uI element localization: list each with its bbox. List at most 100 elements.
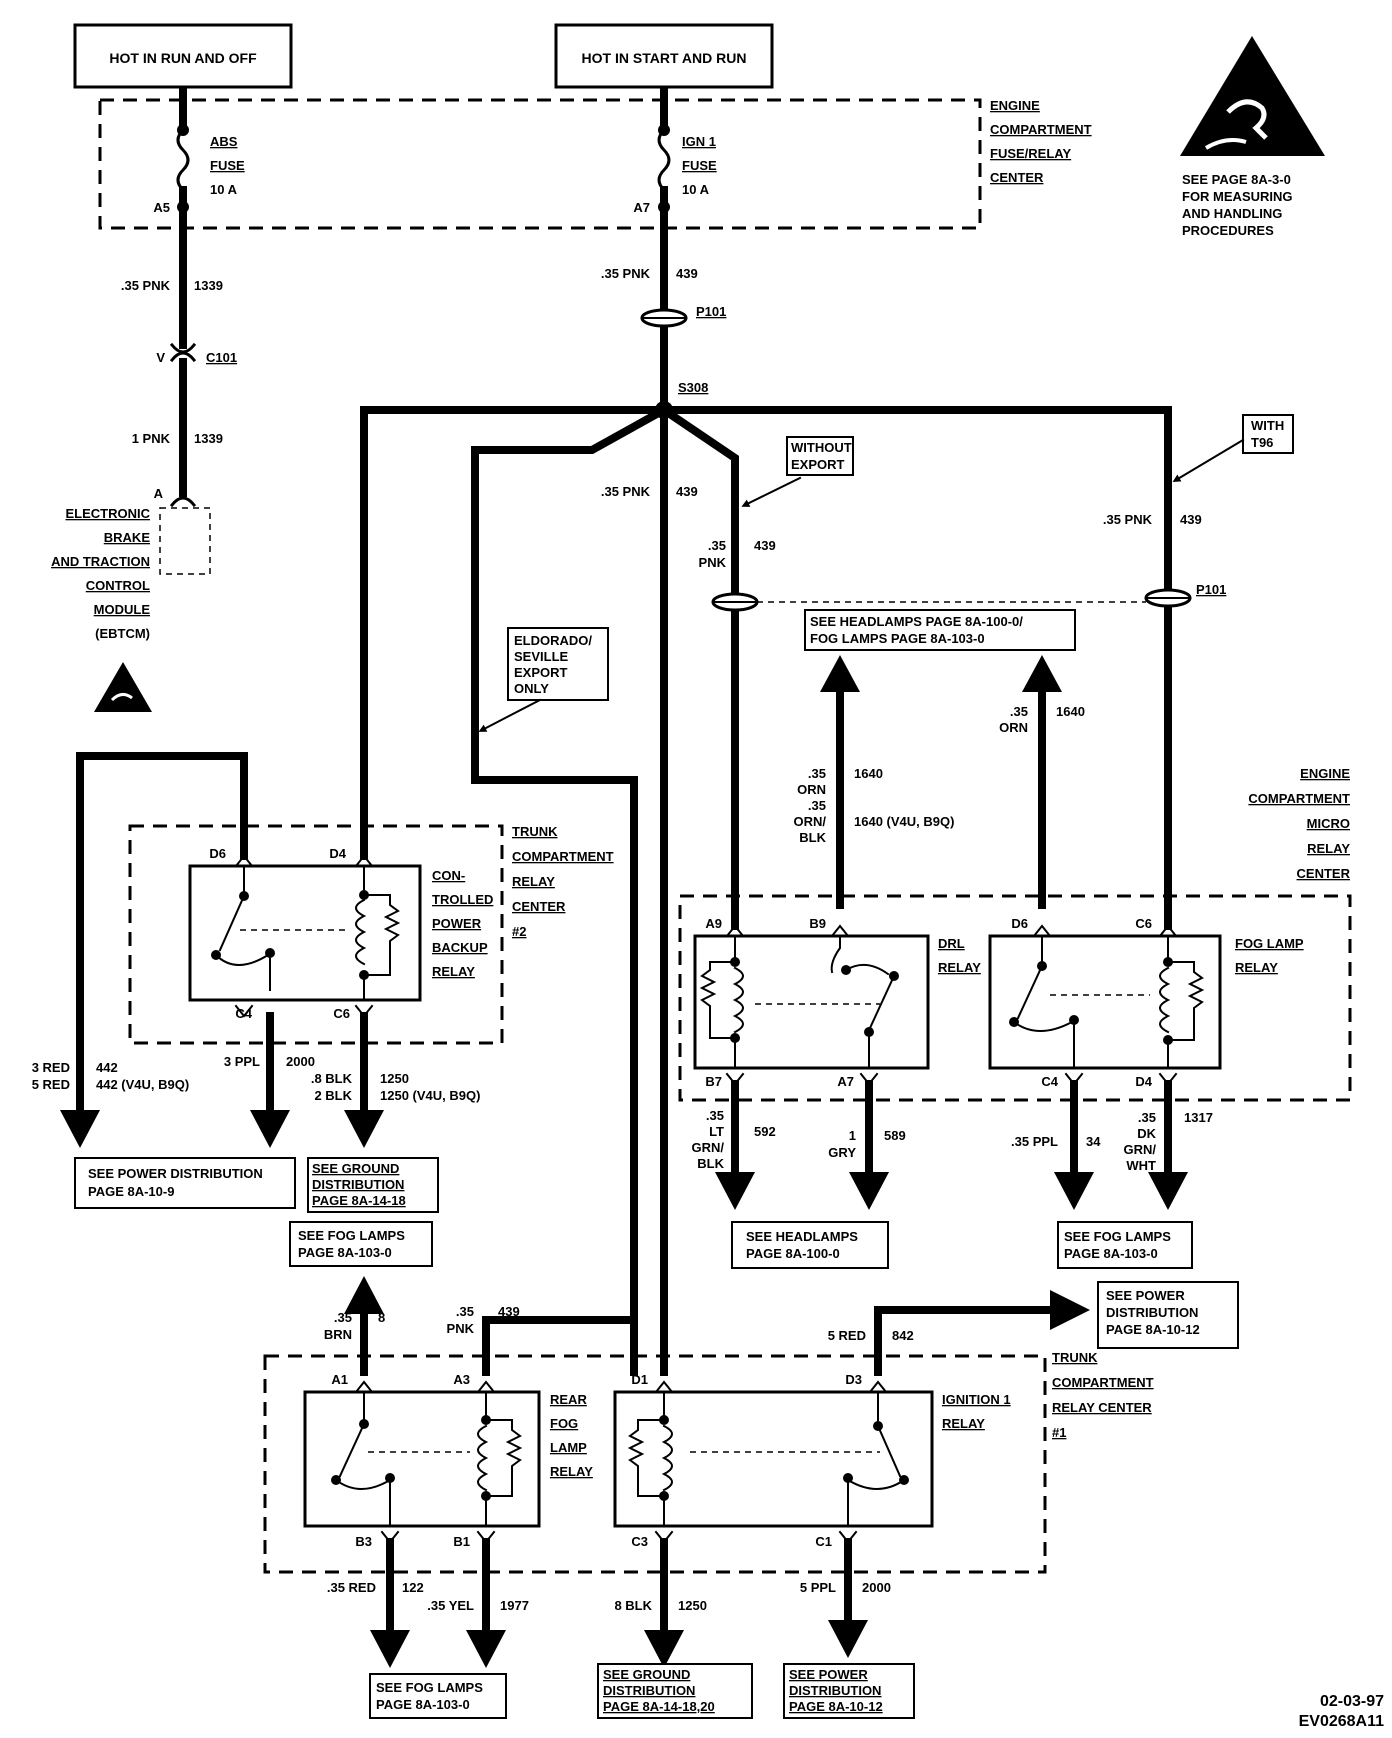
- svg-text:BRN: BRN: [324, 1327, 352, 1342]
- svg-text:COMPARTMENT: COMPARTMENT: [1248, 791, 1350, 806]
- svg-text:A7: A7: [837, 1074, 854, 1089]
- svg-text:S308: S308: [678, 380, 708, 395]
- wire-1250-lower-label: 8 BLK 1250: [614, 1598, 706, 1613]
- passthrough-p101-drl: [711, 592, 759, 612]
- svg-text:592: 592: [754, 1124, 776, 1139]
- svg-text:439: 439: [754, 538, 776, 553]
- svg-text:1250: 1250: [678, 1598, 707, 1613]
- svg-text:(EBTCM): (EBTCM): [95, 626, 150, 641]
- svg-text:PAGE 8A-103-0: PAGE 8A-103-0: [376, 1697, 470, 1712]
- svg-text:10 A: 10 A: [682, 182, 710, 197]
- svg-text:WHT: WHT: [1126, 1158, 1156, 1173]
- ref-ground-distribution-18-20: SEE GROUND DISTRIBUTION PAGE 8A-14-18,20: [597, 1663, 753, 1719]
- svg-text:1640: 1640: [1056, 704, 1085, 719]
- svg-text:SEVILLE: SEVILLE: [514, 649, 569, 664]
- svg-text:C1: C1: [815, 1534, 832, 1549]
- svg-text:HOT IN START AND RUN: HOT IN START AND RUN: [582, 50, 747, 66]
- svg-text:PROCEDURES: PROCEDURES: [1182, 223, 1274, 238]
- wire-439-center-label: .35 PNK 439: [601, 484, 698, 499]
- svg-text:.8 BLK: .8 BLK: [311, 1071, 353, 1086]
- svg-text:.35 PNK: .35 PNK: [121, 278, 171, 293]
- svg-text:SEE POWER: SEE POWER: [789, 1667, 868, 1682]
- wire-1977-label: .35 YEL 1977: [427, 1598, 529, 1613]
- svg-text:2 BLK: 2 BLK: [314, 1088, 352, 1103]
- relay-ignition-1: IGNITION 1 RELAY D1 D3 C3 C1: [613, 1372, 1011, 1549]
- wire-842-label: 5 RED 842: [828, 1328, 914, 1343]
- svg-text:ORN/: ORN/: [794, 814, 827, 829]
- svg-text:.35: .35: [1138, 1110, 1156, 1125]
- svg-text:34: 34: [1086, 1134, 1101, 1149]
- svg-text:122: 122: [402, 1580, 424, 1595]
- svg-text:PAGE 8A-10-12: PAGE 8A-10-12: [789, 1699, 883, 1714]
- svg-text:COMPARTMENT: COMPARTMENT: [1052, 1375, 1154, 1390]
- svg-text:GRN/: GRN/: [1124, 1142, 1157, 1157]
- svg-text:1 PNK: 1 PNK: [132, 431, 171, 446]
- svg-text:B7: B7: [705, 1074, 722, 1089]
- svg-text:.35 RED: .35 RED: [327, 1580, 376, 1595]
- wire-1339-lower-label: 1 PNK 1339: [132, 431, 223, 446]
- svg-text:DK: DK: [1137, 1126, 1156, 1141]
- trunk-relay-center-2-label: TRUNK COMPARTMENT RELAY CENTER #2: [512, 824, 614, 939]
- svg-text:DISTRIBUTION: DISTRIBUTION: [789, 1683, 881, 1698]
- svg-text:FUSE: FUSE: [210, 158, 245, 173]
- esd-warning-icon: [1180, 36, 1325, 156]
- ref-power-distribution-12-upper: SEE POWER DISTRIBUTION PAGE 8A-10-12: [1097, 1281, 1239, 1349]
- svg-text:BLK: BLK: [697, 1156, 724, 1171]
- svg-text:RELAY: RELAY: [1235, 960, 1278, 975]
- svg-text:PAGE 8A-103-0: PAGE 8A-103-0: [1064, 1246, 1158, 1261]
- esd-notice: SEE PAGE 8A-3-0 FOR MEASURING AND HANDLI…: [1182, 172, 1293, 238]
- callout-with-t96: WITH T96: [1172, 414, 1294, 483]
- wire-592-label: .35 LT GRN/ BLK 592: [692, 1108, 776, 1171]
- esd-small-icon: [94, 662, 152, 712]
- wire-122-label: .35 RED 122: [327, 1580, 424, 1595]
- svg-text:SEE FOG LAMPS: SEE FOG LAMPS: [298, 1228, 405, 1243]
- svg-text:SEE GROUND: SEE GROUND: [603, 1667, 690, 1682]
- svg-text:TRUNK: TRUNK: [1052, 1350, 1098, 1365]
- svg-text:D4: D4: [329, 846, 346, 861]
- svg-text:RELAY: RELAY: [432, 964, 475, 979]
- svg-text:439: 439: [676, 484, 698, 499]
- svg-text:RELAY: RELAY: [512, 874, 555, 889]
- svg-text:C101: C101: [206, 350, 237, 365]
- svg-text:TRUNK: TRUNK: [512, 824, 558, 839]
- svg-text:GRN/: GRN/: [692, 1140, 725, 1155]
- svg-text:FOG LAMP: FOG LAMP: [1235, 936, 1304, 951]
- svg-text:EXPORT: EXPORT: [514, 665, 568, 680]
- svg-text:RELAY: RELAY: [938, 960, 981, 975]
- svg-text:.35 PNK: .35 PNK: [601, 266, 651, 281]
- svg-text:FOG LAMPS PAGE 8A-103-0: FOG LAMPS PAGE 8A-103-0: [810, 631, 985, 646]
- svg-text:BRAKE: BRAKE: [104, 530, 151, 545]
- ref-headlamps: SEE HEADLAMPS PAGE 8A-100-0: [731, 1221, 889, 1269]
- svg-text:442: 442: [96, 1060, 118, 1075]
- svg-text:.35 PNK: .35 PNK: [601, 484, 651, 499]
- svg-text:ENGINE: ENGINE: [1300, 766, 1350, 781]
- svg-text:RELAY: RELAY: [550, 1464, 593, 1479]
- svg-text:C6: C6: [1135, 916, 1152, 931]
- svg-text:COMPARTMENT: COMPARTMENT: [990, 122, 1092, 137]
- diagram-footer: 02-03-97 EV0268A11: [1299, 1693, 1385, 1730]
- svg-text:POWER: POWER: [432, 916, 482, 931]
- wire-442-label: 3 RED 5 RED 442 442 (V4U, B9Q): [32, 1060, 190, 1092]
- svg-text:CENTER: CENTER: [512, 899, 566, 914]
- svg-text:#1: #1: [1052, 1425, 1066, 1440]
- wire-34-label: .35 PPL 34: [1011, 1134, 1101, 1149]
- svg-text:PAGE 8A-100-0: PAGE 8A-100-0: [746, 1246, 840, 1261]
- svg-text:1250: 1250: [380, 1071, 409, 1086]
- svg-text:842: 842: [892, 1328, 914, 1343]
- svg-text:DISTRIBUTION: DISTRIBUTION: [603, 1683, 695, 1698]
- svg-text:P101: P101: [696, 304, 726, 319]
- svg-text:MODULE: MODULE: [94, 602, 151, 617]
- power-source-center: HOT IN START AND RUN: [554, 23, 774, 89]
- svg-text:5 PPL: 5 PPL: [800, 1580, 836, 1595]
- svg-text:1339: 1339: [194, 431, 223, 446]
- ign-fuse-symbol: [657, 127, 671, 193]
- svg-text:1977: 1977: [500, 1598, 529, 1613]
- svg-text:A5: A5: [153, 200, 170, 215]
- svg-text:D6: D6: [1011, 916, 1028, 931]
- svg-text:PAGE 8A-103-0: PAGE 8A-103-0: [298, 1245, 392, 1260]
- svg-text:.35: .35: [1010, 704, 1028, 719]
- svg-text:DISTRIBUTION: DISTRIBUTION: [312, 1177, 404, 1192]
- svg-text:.35: .35: [808, 766, 826, 781]
- svg-text:SEE PAGE 8A-3-0: SEE PAGE 8A-3-0: [1182, 172, 1291, 187]
- wire-439-rear-label: .35 PNK 439: [447, 1304, 520, 1336]
